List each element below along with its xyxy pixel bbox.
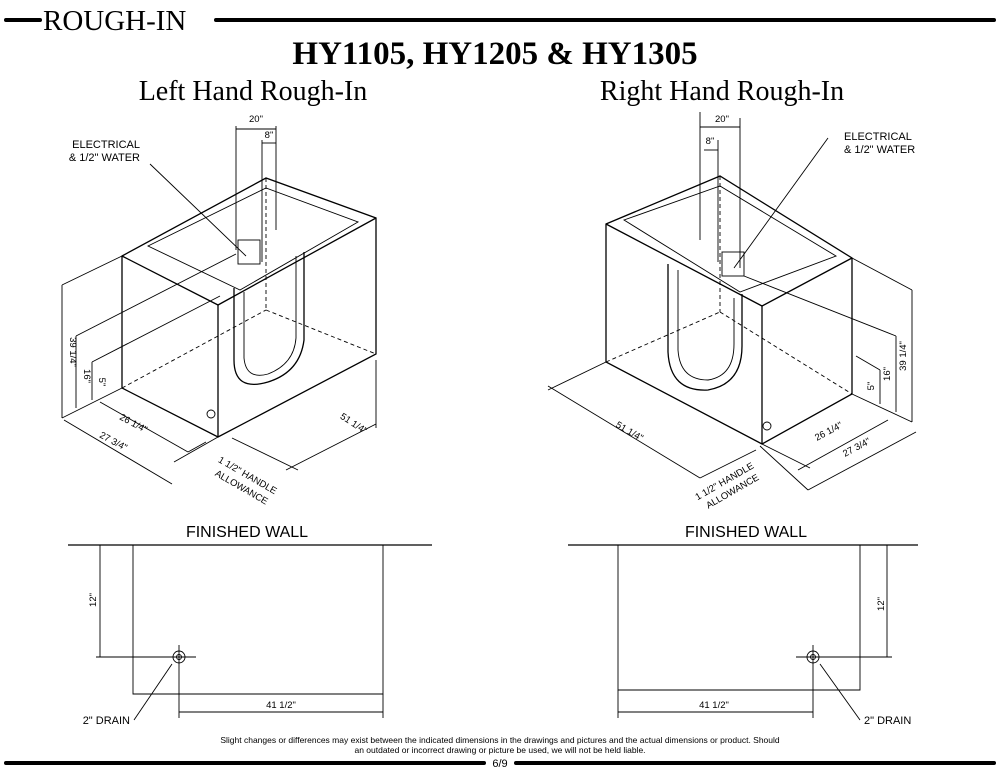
left-dim-line: [75, 253, 237, 337]
footer: Slight changes or differences may exist …: [4, 735, 996, 769]
left-dim-line: [91, 295, 221, 363]
left-drain-circle: [206, 409, 216, 419]
left-edge: [121, 255, 219, 306]
left-dim-top-offset: 8": [265, 130, 274, 141]
right-electrical-box: [721, 251, 745, 277]
right-dim-line: [851, 393, 913, 423]
left-dim-line: [99, 401, 189, 453]
left-dim-drain-from-wall: 12": [88, 593, 99, 607]
left-drain-symbol-inner: [176, 654, 182, 660]
left-finished-wall-label: FINISHED WALL: [186, 524, 308, 541]
right-dim-line: [807, 431, 917, 491]
left-electrical-label-2: & 1/2" WATER: [69, 152, 140, 164]
left-dim-depth-outer: 27 3/4": [97, 430, 128, 454]
left-dim-line: [231, 437, 299, 471]
right-dim-height-mid: 16": [882, 367, 893, 381]
left-rim-inner: [146, 187, 360, 291]
right-electrical-label-1: ELECTRICAL: [844, 131, 912, 143]
right-door-inner: [677, 270, 735, 381]
right-edge: [605, 223, 763, 307]
left-dim-top-width: 20": [249, 114, 263, 125]
page-title: HY1105, HY1205 & HY1305: [292, 36, 697, 72]
left-dim-line: [61, 255, 123, 286]
right-dim-drain-width: 41 1/2": [699, 700, 729, 711]
right-dim-length: 51 1/4": [614, 420, 645, 444]
left-dim-line: [285, 423, 377, 471]
right-drain-label: 2" DRAIN: [864, 715, 911, 727]
left-door-inner: [243, 256, 297, 376]
left-dim-line: [173, 436, 219, 463]
right-dim-top-offset: 8": [706, 136, 715, 147]
section-label: ROUGH-IN: [43, 5, 186, 37]
right-electrical-leader: [733, 137, 829, 269]
left-dim-height-low: 5": [96, 378, 107, 387]
left-edge: [217, 217, 377, 306]
right-dim-top-width: 20": [715, 114, 729, 125]
right-hidden-edge: [719, 311, 853, 395]
left-hidden-edge: [121, 309, 267, 389]
right-dim-depth-inner: 26 1/4": [813, 420, 844, 444]
left-electrical-leader: [149, 163, 247, 257]
left-drain-symbol: [172, 650, 186, 664]
right-dim-line: [797, 419, 889, 471]
left-electrical-label-1: ELECTRICAL: [72, 139, 140, 151]
left-dim-line: [63, 419, 173, 485]
left-dim-depth-inner: 26 1/4": [117, 412, 148, 436]
right-edge: [761, 257, 853, 307]
left-hidden-edge: [265, 309, 377, 355]
left-tub-outline: [121, 177, 377, 438]
right-drain-symbol-inner: [810, 654, 816, 660]
right-drain-circle: [762, 421, 772, 431]
right-finished-wall-label: FINISHED WALL: [685, 524, 807, 541]
right-dim-line: [855, 355, 881, 371]
left-dim-length: 51 1/4": [338, 411, 369, 436]
right-dim-height-low: 5": [866, 382, 877, 391]
right-tub-outline: [605, 175, 853, 445]
right-dim-line: [699, 449, 757, 479]
header: ROUGH-IN HY1105, HY1205 & HY1305: [4, 5, 996, 72]
left-door-outer: [233, 252, 305, 386]
right-tub-footprint: [617, 545, 861, 691]
left-tub-footprint: [132, 545, 384, 695]
left-plan-view: FINISHED WALL 12" 41 1/2" 2" DRAIN: [68, 524, 432, 727]
right-isometric-view: Right Hand Rough-In ELECTRICAL & 1/2" WA…: [547, 76, 917, 511]
right-hidden-edge: [605, 311, 721, 363]
right-drain-symbol: [806, 650, 820, 664]
disclaimer-line-2: an outdated or incorrect drawing or pict…: [354, 745, 645, 755]
right-dim-drain-from-wall: 12": [876, 597, 887, 611]
right-dim-line: [547, 385, 701, 479]
right-dim-line: [547, 361, 607, 391]
left-isometric-view: Left Hand Rough-In ELECTRICAL & 1/2" WAT…: [61, 76, 377, 507]
right-dim-line: [761, 443, 811, 469]
right-door-outer: [667, 264, 743, 391]
right-heading: Right Hand Rough-In: [600, 76, 844, 107]
left-electrical-box: [237, 239, 261, 265]
left-drain-label: 2" DRAIN: [83, 715, 130, 727]
right-drain-leader: [819, 663, 861, 721]
disclaimer-line-1: Slight changes or differences may exist …: [220, 735, 780, 745]
right-dim-depth-outer: 27 3/4": [841, 436, 872, 460]
left-dim-line: [61, 387, 123, 419]
left-dim-height-mid: 16": [81, 369, 92, 383]
left-drain-leader: [133, 663, 173, 721]
right-electrical-label-2: & 1/2" WATER: [844, 144, 915, 156]
right-plan-view: FINISHED WALL 12" 41 1/2" 2" DRAIN: [568, 524, 918, 727]
right-rim-inner: [622, 185, 838, 293]
right-dim-height-total: 39 1/4": [898, 341, 909, 371]
left-dim-drain-width: 41 1/2": [266, 700, 296, 711]
page-number: 6/9: [492, 758, 507, 769]
right-dim-line: [759, 445, 809, 491]
left-dim-height-total: 39 1/4": [67, 337, 78, 367]
right-dim-line: [743, 275, 897, 337]
left-heading: Left Hand Rough-In: [139, 76, 368, 107]
right-dim-line: [851, 257, 913, 291]
left-dim-line: [187, 441, 207, 453]
